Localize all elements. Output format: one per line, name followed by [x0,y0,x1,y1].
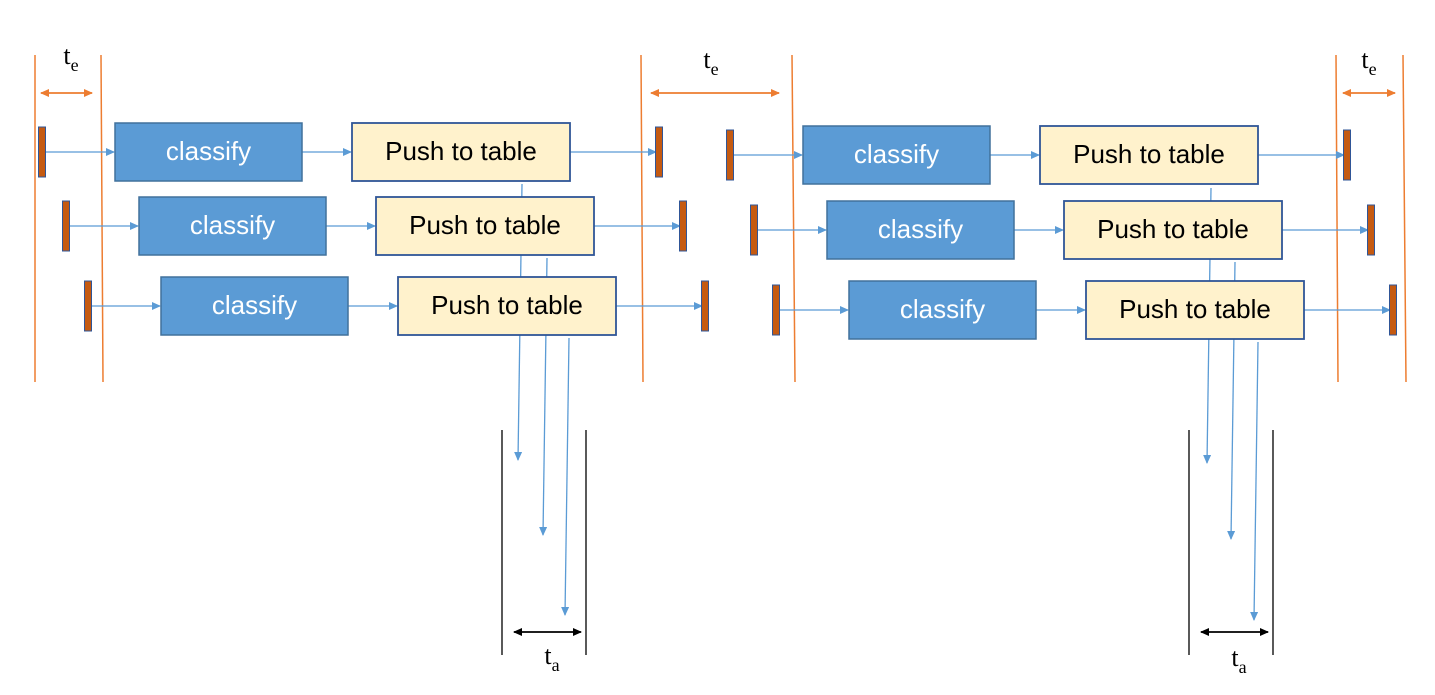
epoch-boundary-line [100,54,104,383]
epoch-boundary-line [1402,54,1407,383]
aggregation-interval-label-base: t [544,641,552,670]
push-to-table-label: Push to table [431,290,583,320]
classify-label: classify [166,136,251,166]
epoch-interval-label-base: t [703,45,711,74]
epoch-interval-label-subscript: e [1369,59,1377,79]
aggregation-interval-label-subscript: a [552,655,560,675]
epoch-boundary-line [640,54,644,383]
table-output-arrow [1250,341,1259,621]
classify-box [160,276,349,336]
push-to-table-box [375,196,595,256]
epoch-interval-label-base: t [63,41,71,70]
epoch-start-marker [62,200,70,252]
aggregation-interval-label: ta [544,641,559,675]
epoch-interval-label-subscript: e [711,59,719,79]
epoch-interval-label: te [1361,45,1376,79]
aggregation-interval-label-subscript: a [1239,657,1247,677]
push-to-table-box [1085,280,1305,340]
epoch-end-marker [679,200,687,252]
epoch-end-marker [1389,284,1397,336]
classify-label: classify [854,139,939,169]
epoch-interval-label: te [63,41,78,75]
aggregation-interval-label-base: t [1231,643,1239,672]
epoch-end-marker [701,280,709,332]
classify-box [138,196,327,256]
push-to-table-label: Push to table [1119,294,1271,324]
classify-box [848,280,1037,340]
aggregation-interval-label: ta [1231,643,1246,677]
classify-box [802,125,991,185]
epoch-boundary-line [1335,54,1339,383]
push-to-table-box [397,276,617,336]
epoch-start-marker [750,204,758,256]
classify-label: classify [212,290,297,320]
classify-label: classify [900,294,985,324]
push-to-table-label: Push to table [1073,139,1225,169]
epoch-end-marker [1367,204,1375,256]
push-to-table-label: Push to table [409,210,561,240]
epoch-start-marker [726,129,734,181]
push-to-table-box [1039,125,1259,185]
epoch-end-marker [1343,129,1351,181]
table-output-arrow [561,337,570,616]
epoch-interval-label-subscript: e [71,55,79,75]
push-to-table-box [351,122,571,182]
push-to-table-label: Push to table [1097,214,1249,244]
epoch-interval-label-base: t [1361,45,1369,74]
classify-label: classify [878,214,963,244]
classify-label: classify [190,210,275,240]
epoch-end-marker [655,126,663,178]
epoch-boundary-line [791,54,796,383]
epoch-start-marker [772,284,780,336]
epoch-interval-label: te [703,45,718,79]
epoch-start-marker [84,280,92,332]
classify-box [114,122,303,182]
push-to-table-box [1063,200,1283,260]
shapes-layer [38,122,1397,340]
classify-box [826,200,1015,260]
epoch-start-marker [38,126,46,178]
push-to-table-label: Push to table [385,136,537,166]
